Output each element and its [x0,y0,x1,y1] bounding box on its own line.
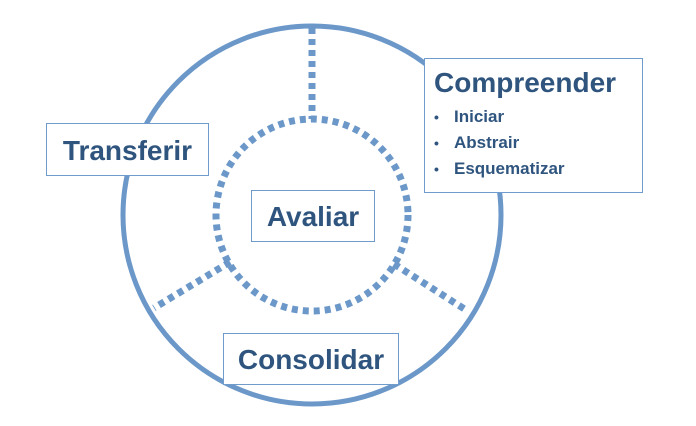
bullet-item-label: Iniciar [454,107,505,126]
sector-box-transferir: Transferir [46,123,209,176]
sector-label-transferir: Transferir [62,135,193,166]
bullet-item-label: Abstrair [454,133,520,152]
sector-box-compreender: Compreender • Iniciar • Abstrair • Esquemat… [424,58,643,193]
outer-ring [120,23,504,407]
bullet-dot-icon: • [434,135,439,151]
bullet-item: • Abstrair [434,130,642,156]
sector-box-consolidar: Consolidar [223,333,399,385]
compreender-bullet-list: • Iniciar • Abstrair • Esquematizar [434,104,642,182]
center-label-avaliar: Avaliar [266,201,360,232]
bullet-item-label: Esquematizar [454,159,565,178]
bullet-item: • Esquematizar [434,156,642,182]
bullet-dot-icon: • [434,109,439,125]
sector-label-consolidar: Consolidar [237,344,385,375]
sector-label-compreender: Compreender [434,67,617,98]
divider-right [392,261,468,313]
bullet-dot-icon: • [434,161,439,177]
bullet-item: • Iniciar [434,104,642,130]
divider-left [152,259,232,311]
center-box-avaliar: Avaliar [251,190,375,242]
